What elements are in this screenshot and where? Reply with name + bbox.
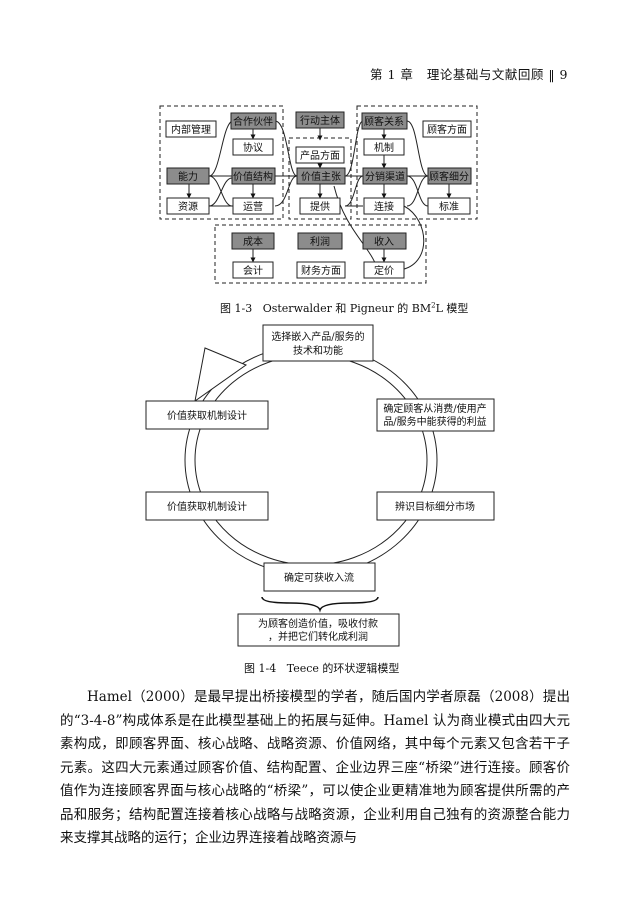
svg-text:提供: 提供	[310, 200, 330, 213]
svg-text:价值获取机制设计: 价值获取机制设计	[167, 409, 247, 422]
body-text-block: Hamel（2000）是最早提出桥接模型的学者，随后国内学者原磊（2008）提出…	[60, 686, 570, 851]
svg-text:内部管理: 内部管理	[171, 123, 211, 136]
box-accounting: 会计	[232, 261, 274, 279]
svg-text:利润: 利润	[310, 235, 330, 248]
svg-text:顾客细分: 顾客细分	[429, 170, 469, 183]
svg-text:价值主张: 价值主张	[301, 170, 341, 183]
node-left-bottom: 价值获取机制设计	[145, 491, 269, 521]
figure-1-3-caption: 图 1-3 Osterwalder 和 Pigneur 的 BM2L 模型	[220, 300, 468, 316]
svg-text:顾客关系: 顾客关系	[364, 115, 404, 128]
svg-text:合作伙伴: 合作伙伴	[233, 115, 273, 128]
svg-text:协议: 协议	[243, 141, 263, 154]
box-segment: 顾客细分	[427, 167, 472, 185]
svg-text:辨识目标细分市场: 辨识目标细分市场	[395, 500, 475, 513]
node-top: 选择嵌入产品/服务的 技术和功能	[262, 324, 374, 362]
box-mechanism: 机制	[363, 138, 405, 156]
svg-text:顾客方面: 顾客方面	[427, 123, 467, 136]
running-header: 第 1 章 理论基础与文献回顾 ‖ 9	[370, 67, 568, 82]
svg-text:产品方面: 产品方面	[300, 149, 340, 162]
cycle-arrow-head	[194, 347, 248, 403]
chapter-label: 第 1 章	[370, 67, 414, 82]
svg-text:资源: 资源	[178, 200, 198, 213]
note-line1: 为顾客创造价值，吸收付款	[258, 617, 378, 630]
box-actor: 行动主体	[295, 111, 345, 129]
node-bottom: 确定可获收入流	[263, 562, 376, 592]
box-resource: 资源	[166, 197, 210, 215]
node-top-line1: 选择嵌入产品/服务的	[271, 330, 364, 343]
fig13-caption-suffix: L 模型	[435, 302, 469, 315]
note-box: 为顾客创造价值，吸收付款 ，并把它们转化成利润	[237, 613, 400, 647]
box-profit: 利润	[297, 232, 343, 250]
svg-text:连接: 连接	[374, 200, 394, 213]
figure-1-4-caption: 图 1-4 Teece 的环状逻辑模型	[244, 660, 399, 676]
box-agreement: 协议	[232, 138, 274, 156]
svg-text:机制: 机制	[374, 141, 394, 154]
fig14-caption-number: 图 1-4	[244, 662, 277, 675]
svg-text:收入: 收入	[374, 235, 394, 248]
svg-text:价值获取机制设计: 价值获取机制设计	[167, 500, 247, 513]
box-connect: 连接	[363, 197, 405, 215]
brace	[261, 596, 379, 613]
node-right-top-line1: 确定顾客从消费/使用产	[383, 402, 486, 415]
node-right-top-line2: 品/服务中能获得的利益	[383, 415, 486, 428]
fig13-caption-text: Osterwalder 和 Pigneur 的 BM	[262, 302, 432, 315]
box-finance-side: 财务方面	[296, 261, 346, 279]
box-customer-side: 顾客方面	[422, 120, 472, 138]
note-line2: ，并把它们转化成利润	[268, 630, 368, 643]
figure-1-3: 内部管理 合作伙伴 行动主体 顾客关系 顾客方面 协议 产品方面 机制 能力 价…	[159, 105, 478, 284]
box-revenue: 收入	[362, 232, 407, 250]
svg-text:分销渠道: 分销渠道	[365, 170, 405, 183]
svg-text:运营: 运营	[243, 200, 263, 213]
group-right	[356, 105, 478, 220]
svg-text:能力: 能力	[178, 170, 198, 183]
box-value-prop: 价值主张	[296, 167, 346, 185]
box-relation: 顾客关系	[361, 112, 408, 130]
node-right-bottom: 辨识目标细分市场	[376, 491, 495, 521]
node-right-top: 确定顾客从消费/使用产 品/服务中能获得的利益	[376, 398, 495, 432]
fig14-caption-text: Teece 的环状逻辑模型	[286, 662, 400, 675]
svg-text:定价: 定价	[374, 264, 394, 277]
figure-1-4: 选择嵌入产品/服务的 技术和功能 确定顾客从消费/使用产 品/服务中能获得的利益…	[145, 324, 495, 647]
group-bottom	[214, 224, 427, 284]
page-number: 9	[559, 67, 568, 82]
box-cost: 成本	[231, 232, 275, 250]
svg-text:财务方面: 财务方面	[301, 264, 341, 277]
box-channel: 分销渠道	[362, 167, 408, 185]
box-internal: 内部管理	[165, 120, 217, 138]
box-pricing: 定价	[363, 261, 405, 279]
node-top-line2: 技术和功能	[293, 344, 343, 357]
fig13-caption-sup: 2	[431, 301, 436, 310]
svg-text:标准: 标准	[439, 201, 459, 213]
box-standard: 标准	[427, 197, 471, 215]
svg-text:成本: 成本	[243, 235, 263, 248]
box-partner: 合作伙伴	[230, 112, 277, 130]
svg-text:价值结构: 价值结构	[233, 170, 273, 183]
box-capability: 能力	[166, 167, 210, 185]
ring-inner	[194, 354, 428, 566]
fig13-caption-number: 图 1-3	[220, 302, 253, 315]
section-title: 理论基础与文献回顾	[426, 67, 544, 82]
body-paragraph: Hamel（2000）是最早提出桥接模型的学者，随后国内学者原磊（2008）提出…	[60, 689, 570, 846]
node-left-top: 价值获取机制设计	[145, 400, 269, 430]
box-operation: 运营	[232, 197, 274, 215]
svg-text:行动主体: 行动主体	[300, 114, 340, 127]
box-product-side: 产品方面	[295, 146, 345, 164]
svg-text:确定可获收入流: 确定可获收入流	[284, 571, 354, 584]
box-value-config: 价值结构	[231, 167, 276, 185]
group-left	[159, 105, 284, 220]
svg-text:会计: 会计	[243, 264, 263, 277]
box-offer: 提供	[299, 197, 341, 215]
